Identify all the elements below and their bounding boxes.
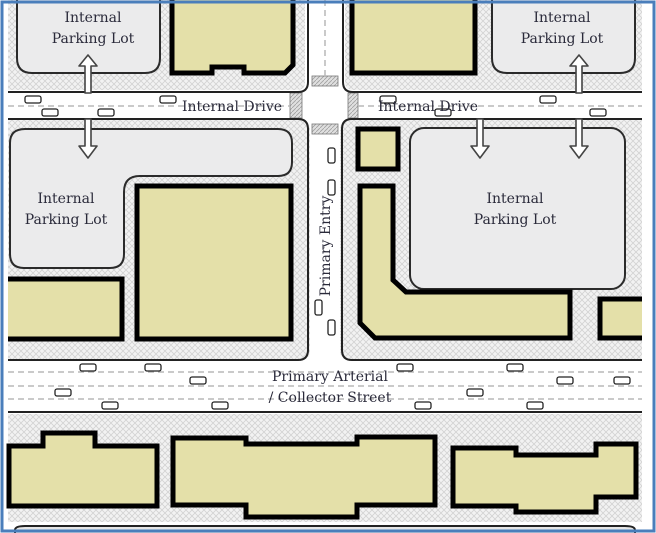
road-label: / Collector Street [269, 390, 392, 406]
car-icon [189, 376, 207, 385]
car-icon [97, 108, 115, 117]
arrow-down-icon [569, 118, 589, 159]
car-icon [327, 179, 336, 196]
car-icon [613, 376, 631, 385]
road-edges [8, 0, 642, 413]
road-label: Internal Drive [182, 99, 282, 115]
crosswalk [289, 92, 303, 119]
lot-label: Parking Lot [25, 212, 108, 228]
lot-label: Internal [487, 191, 545, 207]
road-label: Primary Arterial [272, 369, 388, 385]
car-icon [211, 401, 229, 410]
car-icon [327, 319, 336, 336]
car-icon [506, 363, 524, 372]
building [597, 296, 642, 341]
building [355, 126, 401, 172]
building [349, 0, 478, 76]
arrow-down-icon [470, 118, 490, 159]
car-icon [79, 363, 97, 372]
lot-label: Internal [65, 10, 123, 26]
crosswalk [347, 92, 359, 119]
parking-lot-mid-left [9, 128, 293, 269]
building [450, 441, 639, 515]
lot-label: Internal [534, 10, 592, 26]
lot-label: Parking Lot [474, 212, 557, 228]
building [169, 0, 296, 76]
car-icon [327, 147, 336, 164]
parking-lot-mid-right [409, 127, 626, 290]
car-icon [379, 95, 397, 104]
crosswalk [311, 75, 339, 87]
lot-label: Parking Lot [521, 31, 604, 47]
parking-lot-top-right [491, 0, 636, 74]
building [170, 434, 438, 520]
car-icon [434, 108, 452, 117]
arrow-up-icon [78, 54, 98, 94]
arrow-up-icon [569, 54, 589, 94]
road-label: Primary Entry [318, 196, 334, 297]
car-icon [589, 108, 607, 117]
car-icon [526, 401, 544, 410]
car-icon [539, 95, 557, 104]
building [6, 430, 160, 509]
car-icon [556, 376, 574, 385]
car-icon [314, 299, 323, 316]
car-icon [159, 95, 177, 104]
car-icon [414, 401, 432, 410]
building [8, 276, 125, 342]
car-icon [144, 363, 162, 372]
car-icon [466, 388, 484, 397]
crosswalk [311, 123, 339, 135]
cars [24, 95, 631, 410]
car-icon [396, 363, 414, 372]
car-icon [54, 388, 72, 397]
building [134, 183, 294, 342]
lot-label: Parking Lot [52, 31, 135, 47]
building [357, 183, 573, 341]
car-icon [101, 401, 119, 410]
arrow-down-icon [78, 118, 98, 159]
road-label: Internal Drive [378, 99, 478, 115]
lot-label: Internal [38, 191, 96, 207]
car-icon [41, 108, 59, 117]
car-icon [24, 95, 42, 104]
